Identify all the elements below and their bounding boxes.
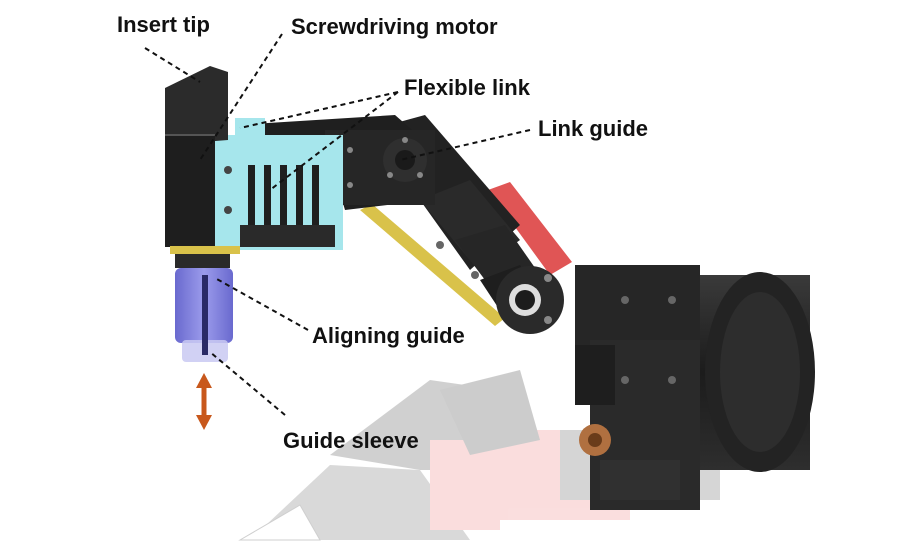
leader-guide-sleeve [209,351,286,416]
flexible-link-gold-edge [360,204,505,326]
leader-lines [144,33,531,416]
double-vertical-arrow-icon [196,373,212,430]
cyan-bracket [208,118,343,250]
leader-link-guide [399,129,531,161]
dark-collar [175,254,230,268]
link-guide-red-bar [488,182,572,275]
leader-screwdriving-motor [199,33,283,161]
guide-sleeve-body [175,268,233,362]
leader-insert-tip [144,47,201,83]
leader-flexible-link-a [239,91,399,129]
label-screwdriving-motor: Screwdriving motor [291,14,498,39]
label-insert-tip: Insert tip [117,12,210,37]
rear-motor-housing [695,272,815,472]
gold-collar [170,246,240,254]
insert-tip-block [165,66,228,247]
label-guide-sleeve: Guide sleeve [283,428,419,453]
base-mount [575,265,700,510]
elbow-joint [496,266,564,334]
label-flexible-link: Flexible link [404,75,530,100]
copper-gear [579,424,611,456]
label-link-guide: Link guide [538,116,648,141]
label-aligning-guide: Aligning guide [312,323,465,348]
